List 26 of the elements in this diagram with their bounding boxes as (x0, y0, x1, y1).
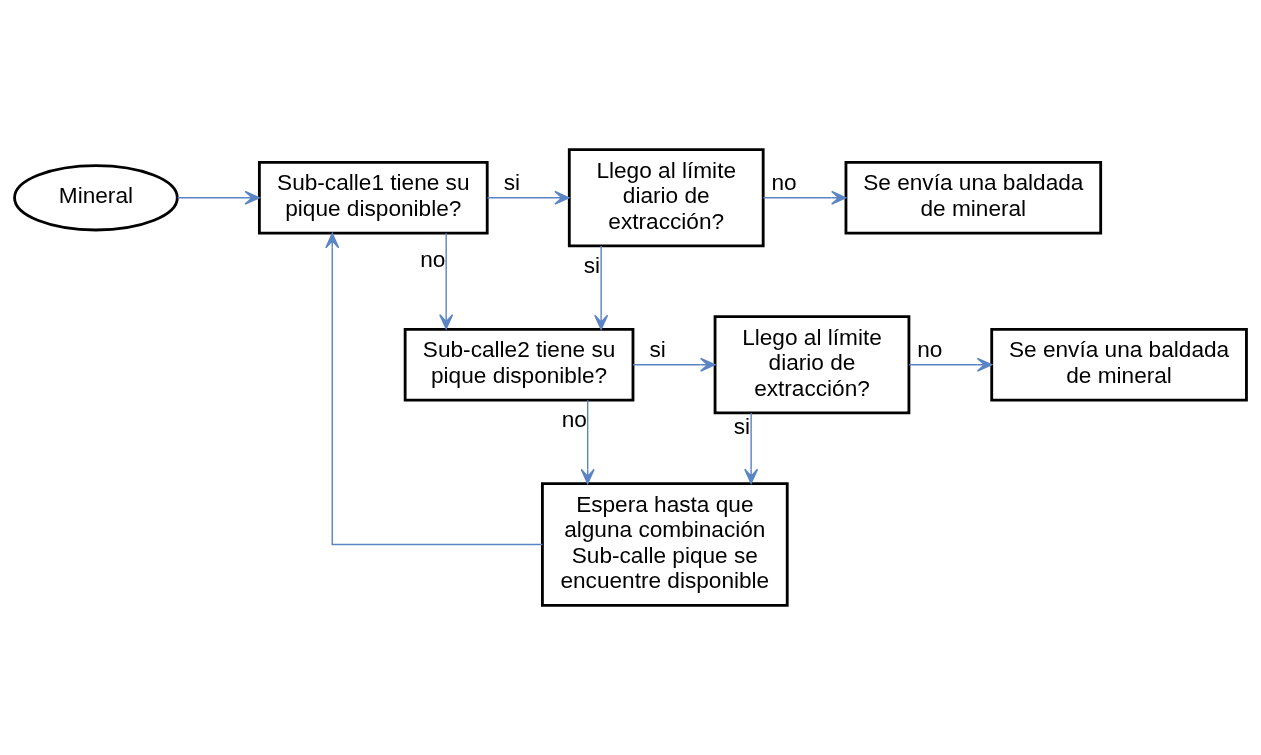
edge-label: si (503, 170, 521, 196)
arrow (580, 399, 595, 485)
arrow (325, 232, 544, 546)
arrow (594, 245, 609, 330)
edge-label: si (583, 253, 601, 279)
node-box: Llego al límite diario de extracción? (713, 315, 911, 415)
arrow (908, 357, 993, 372)
arrow (439, 232, 454, 330)
edge-label: no (917, 337, 943, 363)
edge-label: si (649, 337, 666, 363)
node-ellipse: Mineral (13, 164, 179, 232)
arrow (762, 190, 847, 205)
edge-label: no (771, 170, 797, 196)
edge-label: no (420, 246, 446, 272)
edge-label: no (561, 407, 587, 433)
edge-label: si (733, 413, 751, 439)
node-box: Llego al límite diario de extracción? (567, 148, 765, 248)
node-box: Se envía una baldada de mineral (990, 327, 1248, 402)
arrow (176, 190, 260, 205)
node-box: Espera hasta que alguna combinación Sub-calle pique se encuentre disponible (541, 482, 789, 607)
node-box: Se envía una baldada de mineral (844, 161, 1103, 235)
arrow (744, 412, 759, 484)
node-box: Sub-calle2 tiene su pique disponible? (403, 327, 635, 402)
arrow (486, 190, 570, 205)
arrow (632, 357, 716, 372)
node-box: Sub-calle1 tiene su pique disponible? (257, 161, 489, 235)
